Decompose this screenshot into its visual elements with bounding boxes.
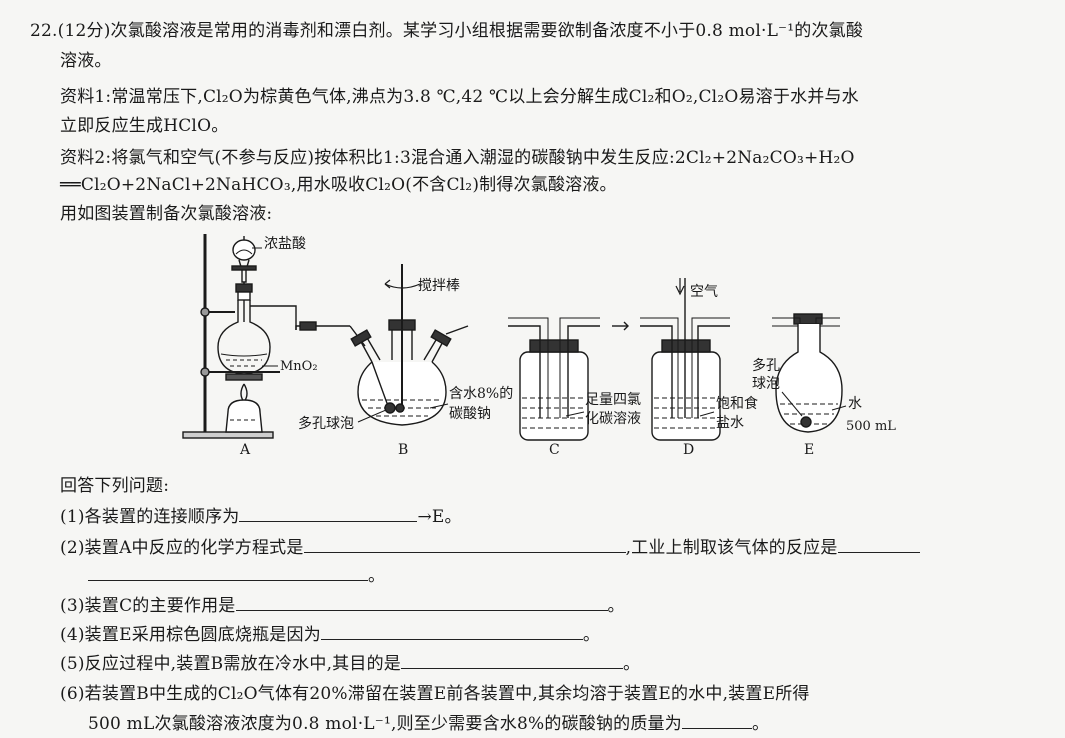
air-label: 空气 [690, 284, 718, 300]
question-6-line-1: (6)若装置B中生成的Cl₂O气体有20%滞留在装置E前各装置中,其余均溶于装置… [60, 684, 810, 704]
sodium-carbonate-label-1: 含水8%的 [449, 386, 513, 402]
q4-end: 。 [582, 625, 601, 645]
label-d: D [683, 442, 694, 458]
q2-end: 。 [368, 566, 386, 586]
figure-intro: 用如图装置制备次氯酸溶液: [60, 204, 273, 224]
q1-blank[interactable] [239, 505, 418, 522]
q2-text: (2)装置A中反应的化学方程式是 [60, 538, 304, 558]
q6-end: 。 [751, 714, 770, 734]
q6-blank[interactable] [681, 712, 752, 729]
apparatus-c: C 足量四氯 化碳溶液 [508, 317, 641, 458]
porous-label-e-1: 多孔 [752, 357, 780, 374]
tube-clamp [299, 321, 317, 331]
porous-bulb-icon [384, 402, 396, 414]
label-b: B [398, 442, 408, 458]
question-2-cont: 。 [88, 564, 385, 587]
water-label: 水 [848, 396, 862, 412]
question-6-line-2: 500 mL次氯酸溶液浓度为0.8 mol·L⁻¹,则至少需要含水8%的碳酸钠的… [88, 712, 769, 735]
question-header-cont: 溶液。 [60, 51, 112, 71]
alcohol-lamp-icon [225, 383, 263, 433]
mno2-label: MnO₂ [280, 359, 318, 374]
porous-label-e-2: 球泡 [752, 376, 780, 392]
question-header: 22.(12分)次氯酸溶液是常用的消毒剂和漂白剂。某学习小组根据需要欲制备浓度不… [30, 21, 864, 41]
volume-label: 500 mL [846, 419, 896, 434]
q6-text: 500 mL次氯酸溶液浓度为0.8 mol·L⁻¹,则至少需要含水8%的碳酸钠的… [88, 714, 682, 734]
label-c: C [549, 442, 560, 458]
brine-label-1: 饱和食 [716, 395, 758, 412]
sodium-carbonate-label-2: 碳酸钠 [449, 406, 491, 422]
q1-text: (1)各装置的连接顺序为 [60, 507, 240, 527]
q2-text-2: ,工业上制取该气体的反应是 [625, 538, 838, 558]
apparatus-b: B 搅拌棒 多孔球泡 含水8%的 碳酸钠 [298, 264, 513, 458]
label-e: E [804, 442, 814, 458]
q2-blank-2[interactable] [837, 536, 920, 553]
separatory-funnel-icon [231, 236, 257, 322]
q1-end: →E。 [417, 507, 462, 527]
q2-blank-3[interactable] [88, 564, 368, 581]
apparatus-e: E 多孔 球泡 水 500 mL [752, 313, 896, 458]
q3-end: 。 [607, 596, 625, 616]
q5-blank[interactable] [400, 652, 623, 669]
question-5: (5)反应过程中,装置B需放在冷水中,其目的是 。 [60, 652, 640, 675]
answer-prompt: 回答下列问题: [60, 476, 170, 496]
info-2-line-2: ══Cl₂O+2NaCl+2NaHCO₃,用水吸收Cl₂O(不含Cl₂)制得次氯… [60, 175, 617, 195]
brine-label-2: 盐水 [716, 415, 744, 431]
stand-base [182, 431, 274, 439]
ccl4-label-1: 足量四氯 [585, 392, 641, 408]
question-2: (2)装置A中反应的化学方程式是 ,工业上制取该气体的反应是 [60, 536, 920, 559]
q4-blank[interactable] [320, 623, 583, 640]
apparatus-d: D 空气 饱和食 盐水 [612, 278, 758, 458]
apparatus-figure: A 浓盐酸 MnO₂ [182, 234, 896, 458]
info-1-line-2: 立即反应生成HClO。 [60, 116, 229, 136]
q5-text: (5)反应过程中,装置B需放在冷水中,其目的是 [60, 654, 401, 674]
porous-bulb-label-b: 多孔球泡 [298, 415, 354, 432]
label-a: A [239, 442, 251, 458]
ccl4-label-2: 化碳溶液 [585, 411, 641, 427]
q2-blank-1[interactable] [303, 536, 626, 553]
q4-text: (4)装置E采用棕色圆底烧瓶是因为 [60, 625, 321, 645]
apparatus-a: A 浓盐酸 MnO₂ [182, 234, 318, 458]
conc-hcl-label: 浓盐酸 [264, 236, 306, 252]
porous-bulb-e-icon [800, 416, 812, 428]
info-2-line-1: 资料2:将氯气和空气(不参与反应)按体积比1:3混合通入潮湿的碳酸钠中发生反应:… [60, 148, 855, 168]
q3-blank[interactable] [235, 594, 608, 611]
info-1-line-1: 资料1:常温常压下,Cl₂O为棕黄色气体,沸点为3.8 ℃,42 ℃以上会分解生… [60, 87, 859, 107]
question-4: (4)装置E采用棕色圆底烧瓶是因为 。 [60, 623, 600, 646]
q3-text: (3)装置C的主要作用是 [60, 596, 236, 616]
q5-end: 。 [622, 654, 641, 674]
question-3: (3)装置C的主要作用是 。 [60, 594, 625, 617]
question-1: (1)各装置的连接顺序为 →E。 [60, 505, 462, 528]
stirrer-label: 搅拌棒 [418, 278, 460, 294]
